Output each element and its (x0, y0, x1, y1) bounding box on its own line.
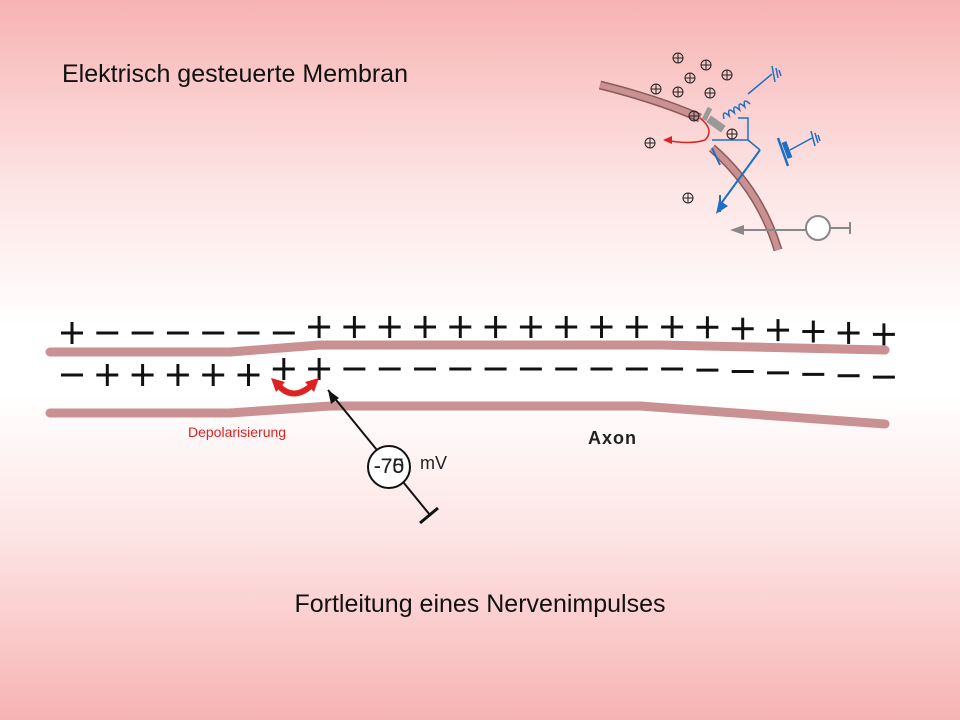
plus-charge (449, 316, 472, 338)
plus-charge (802, 320, 825, 343)
meter-unit: mV (420, 453, 447, 473)
positive-ion-icon (726, 128, 738, 140)
plus-charge (378, 316, 401, 338)
plus-charge (308, 316, 331, 338)
positive-ion-icon (688, 110, 700, 122)
outer-charge-row (61, 316, 895, 346)
positive-ion-icon (672, 86, 684, 98)
plus-charge (484, 316, 507, 338)
plus-charge (661, 316, 684, 338)
plus-charge (625, 316, 648, 338)
depolarization-arrow-icon (271, 378, 319, 397)
positive-ion-icon (672, 52, 684, 64)
plus-charge (414, 316, 436, 338)
plus-charge (837, 321, 860, 344)
battery-icon (776, 137, 793, 167)
plus-charge (696, 316, 719, 339)
inset-meter-circle (805, 215, 831, 241)
plus-charge (731, 317, 754, 340)
ion-flow-arrow (664, 117, 710, 144)
axon-lower-membrane (45, 401, 890, 429)
depolarization-label: Depolarisierung (188, 424, 287, 440)
plus-charge (61, 322, 83, 344)
inset-membrane-lower (709, 144, 783, 252)
plus-charge (343, 316, 366, 338)
plus-charge (590, 316, 613, 338)
positive-ion-icon (684, 72, 696, 84)
plus-charge (272, 358, 295, 380)
plus-charge (237, 364, 260, 386)
diagram-subtitle: Fortleitung eines Nervenimpulses (294, 590, 666, 618)
plus-charge (96, 364, 119, 386)
probe-ground-bar (419, 506, 439, 525)
plus-charge (767, 319, 789, 342)
positive-ion-icon (682, 192, 694, 204)
channel-gate (706, 115, 726, 133)
meter-value-1: -70 (373, 455, 405, 478)
inner-charge-row (61, 358, 895, 386)
gate-spring-icon (722, 100, 751, 120)
inset-arrowhead-icon (730, 225, 744, 235)
plus-charge (872, 323, 895, 346)
plus-charge (555, 316, 578, 338)
plus-charge (131, 364, 154, 386)
positive-ion-icon (700, 59, 712, 71)
positive-ion-icon (644, 137, 656, 149)
axon-upper-membrane (45, 340, 890, 357)
probe-arrowhead-icon (328, 390, 339, 404)
channel-inset (598, 52, 851, 252)
meter-value-2: -75 (373, 455, 405, 478)
plus-charge (519, 316, 542, 338)
positive-ion-icon (650, 83, 662, 95)
positive-ion-icon (704, 87, 716, 99)
current-arrow (719, 149, 761, 206)
axon-label: Axon (588, 428, 637, 448)
diagram-title: Elektrisch gesteuerte Membran (62, 60, 408, 88)
ground-icon (771, 65, 782, 83)
plus-charge (166, 364, 189, 386)
ion-group (644, 52, 738, 204)
voltmeter-circle (367, 445, 411, 489)
plus-charge (202, 364, 225, 386)
plus-charge (308, 358, 331, 380)
positive-ion-icon (721, 69, 733, 81)
